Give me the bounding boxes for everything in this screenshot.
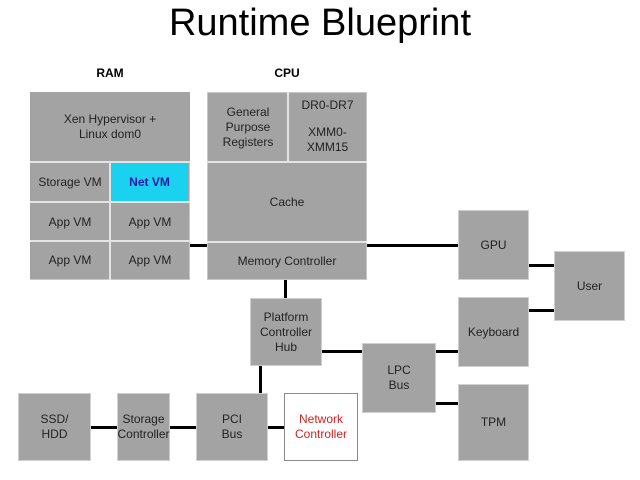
gpu-box: GPU [458, 210, 529, 280]
cpu-divider [207, 241, 367, 243]
hypervisor-box: Xen Hypervisor + Linux dom0 [30, 92, 190, 162]
gpu-user-link [529, 264, 554, 267]
ssd-hdd-box: SSD/ HDD [18, 393, 91, 461]
pci-bus-box: PCI Bus [196, 393, 268, 461]
app-vm-box: App VM [111, 203, 189, 241]
pch-lpc-link [322, 350, 362, 353]
diagram-title: Runtime Blueprint [168, 2, 472, 44]
memory-controller-box: Memory Controller [208, 243, 366, 279]
ssd-storage-link [91, 426, 117, 429]
tpm-box: TPM [458, 384, 529, 461]
mc-pch-link [284, 280, 287, 299]
pci-network-link [268, 426, 284, 429]
storage-pci-link [170, 426, 196, 429]
ram-label: RAM [96, 66, 124, 80]
lpc-bus-box: LPC Bus [362, 343, 436, 413]
cpu-label: CPU [274, 66, 300, 80]
storage-controller-box: Storage Controller [117, 393, 170, 461]
lpc-keyboard-link [436, 350, 458, 353]
pch-pci-link [259, 366, 262, 393]
keyboard-user-link [529, 309, 554, 312]
cache-box: Cache [208, 163, 366, 241]
app-vm-box: App VM [30, 242, 110, 279]
keyboard-box: Keyboard [458, 297, 529, 367]
user-box: User [554, 251, 625, 321]
cpu-divider [287, 92, 289, 162]
cpu-divider [207, 161, 367, 163]
ram-divider [109, 162, 111, 280]
ram-cpu-link [190, 244, 208, 247]
cpu-gpu-link [366, 244, 458, 247]
net-vm-box: Net VM [111, 163, 188, 202]
dr-registers-box: DR0-DR7 [289, 93, 366, 117]
xmm-registers-box: XMM0- XMM15 [289, 118, 366, 161]
gpr-box: General Purpose Registers [208, 93, 288, 161]
app-vm-box: App VM [30, 203, 110, 241]
network-controller-box: Network Controller [284, 393, 358, 461]
pch-box: Platform Controller Hub [250, 298, 322, 366]
app-vm-box: App VM [111, 242, 189, 279]
lpc-tpm-link [436, 402, 458, 405]
storage-vm-box: Storage VM [30, 163, 110, 202]
